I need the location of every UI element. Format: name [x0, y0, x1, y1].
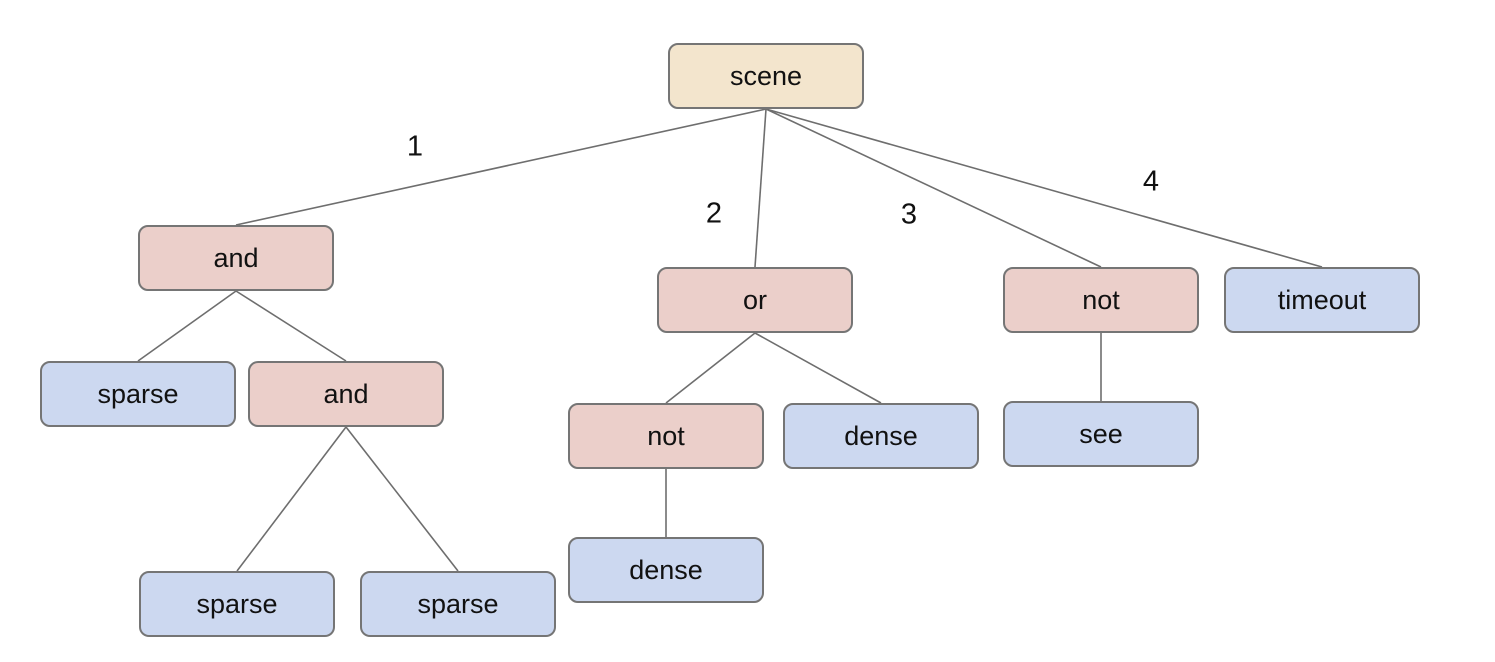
edge-label-3: 3 [900, 198, 918, 231]
tree-node-or1: or [657, 267, 853, 333]
edge-label-4: 4 [1142, 165, 1160, 198]
edge-or1-to-dense1 [754, 332, 882, 404]
tree-node-see: see [1003, 401, 1199, 467]
edge-scene-to-and1 [235, 108, 767, 226]
edge-and2-to-sparse3 [345, 426, 459, 572]
tree-node-sparse1: sparse [40, 361, 236, 427]
edge-and1-to-and2 [235, 290, 347, 362]
tree-node-sparse3: sparse [360, 571, 556, 637]
tree-node-and1: and [138, 225, 334, 291]
edge-and2-to-sparse2 [236, 426, 347, 572]
edge-scene-to-or1 [754, 108, 767, 268]
tree-node-not2: not [568, 403, 764, 469]
edge-or1-to-not2 [665, 332, 756, 404]
tree-node-sparse2: sparse [139, 571, 335, 637]
edge-and1-to-sparse1 [137, 290, 237, 362]
edge-label-2: 2 [705, 197, 723, 230]
edge-scene-to-timeout [765, 108, 1323, 268]
edge-label-1: 1 [406, 130, 424, 163]
tree-node-and2: and [248, 361, 444, 427]
tree-node-timeout: timeout [1224, 267, 1420, 333]
tree-node-dense1: dense [783, 403, 979, 469]
edge-scene-to-not1 [765, 108, 1102, 268]
tree-node-scene: scene [668, 43, 864, 109]
tree-node-dense2: dense [568, 537, 764, 603]
tree-node-not1: not [1003, 267, 1199, 333]
